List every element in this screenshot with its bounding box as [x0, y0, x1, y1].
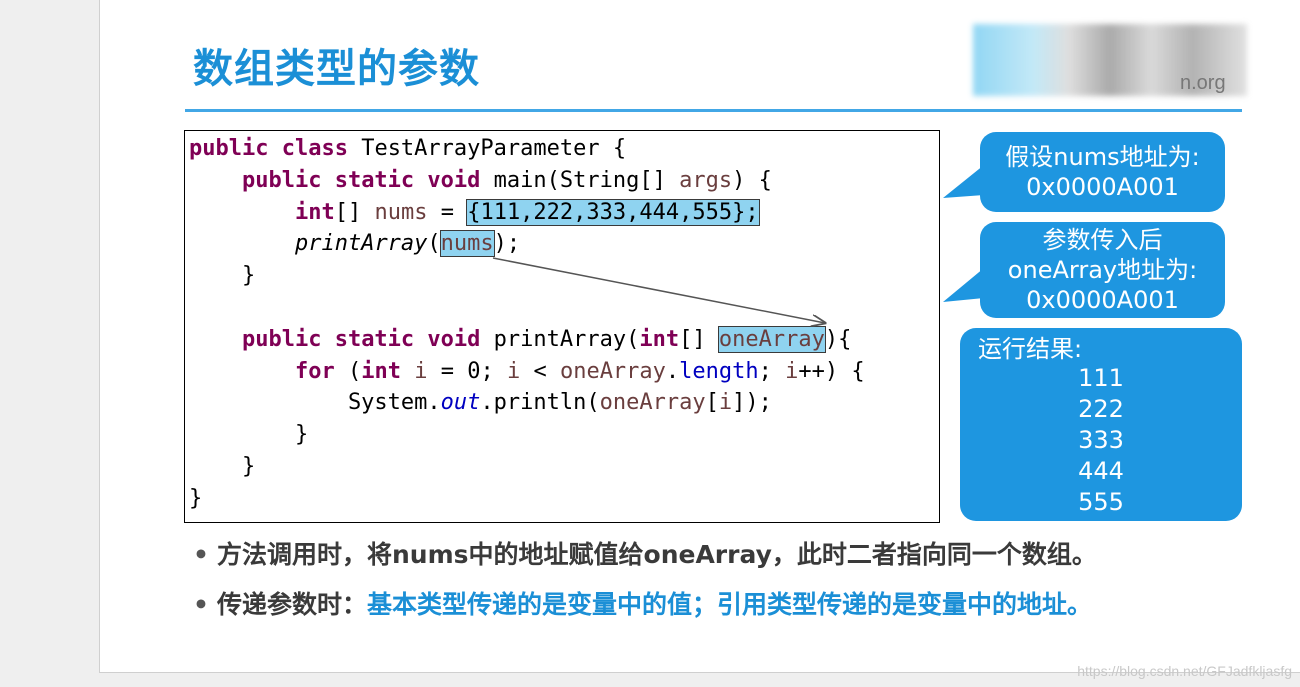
code-line: public class TestArrayParameter {: [189, 133, 865, 165]
code-token: oneArray: [559, 358, 666, 384]
arrow-connector-svg: [492, 165, 984, 672]
code-token: i: [414, 358, 428, 384]
slide: 数组类型的参数 n.org public class TestArrayPara…: [99, 0, 1300, 673]
bullet-2-prefix: 传递参数时：: [217, 590, 368, 619]
code-token: }: [189, 453, 256, 479]
code-line: }: [189, 419, 865, 451]
callout1-pointer: [943, 165, 984, 198]
code-line: public static void printArray(int[] oneA…: [189, 324, 865, 356]
code-token: [: [705, 390, 719, 416]
blurred-logo: [973, 24, 1247, 96]
code-token: ) {: [732, 167, 772, 193]
code-token: ;: [758, 358, 786, 384]
code-token: i: [785, 358, 799, 384]
run-result-value: 222: [1078, 395, 1124, 423]
run-result-value: 444: [1078, 457, 1124, 485]
callout-nums-address: 假设nums地址为: 0x0000A001: [980, 132, 1225, 212]
code-token: length: [679, 358, 759, 384]
callout1-line1: 假设nums地址为:: [1005, 143, 1200, 171]
code-token: TestArrayParameter {: [347, 136, 627, 161]
code-token: []: [679, 326, 719, 352]
logo-text: n.org: [1180, 72, 1226, 94]
title-underline: [185, 109, 1242, 112]
callout1-line2: 0x0000A001: [1026, 173, 1179, 201]
code-token: ]);: [732, 390, 772, 416]
bullet-2-highlight: 基本类型传递的是变量中的值；引用类型传递的是变量中的地址。: [367, 590, 1093, 619]
code-token: []: [334, 199, 375, 225]
code-line: }: [189, 260, 865, 292]
run-result-values: 111 222 333 444 555: [960, 363, 1242, 518]
code-token: .: [665, 358, 680, 384]
code-line: System.out.println(oneArray[i]);: [189, 387, 865, 419]
callout-onearray-address: 参数传入后 oneArray地址为: 0x0000A001: [980, 222, 1225, 318]
callout2-pointer: [943, 268, 984, 302]
code-text: public class TestArrayParameter { public…: [189, 133, 865, 515]
code-token: printArray(: [480, 326, 640, 352]
code-line: int[] nums = {111,222,333,444,555};: [189, 197, 865, 229]
code-token: public class: [189, 136, 348, 161]
code-token: int: [639, 326, 680, 352]
code-token: for: [294, 358, 335, 384]
code-token: public static void: [241, 167, 481, 193]
bullet-1: • 方法调用时，将nums中的地址赋值给oneArray，此时二者指向同一个数组。: [193, 535, 1097, 571]
bullet-dot: •: [193, 540, 209, 569]
code-token: main(String[]: [480, 167, 680, 193]
code-token: {111,222,333,444,555};: [466, 198, 760, 226]
code-token: System.: [189, 390, 441, 416]
run-result-value: 555: [1078, 488, 1124, 516]
code-line: public static void main(String[] args) {: [189, 165, 865, 197]
code-token: oneArray: [599, 390, 706, 416]
code-token: args: [679, 167, 733, 193]
code-token: =: [427, 199, 468, 225]
code-token: .println(: [480, 390, 600, 416]
code-token: public static void: [241, 326, 481, 352]
code-line: printArray(nums);: [189, 228, 865, 260]
run-result-value: 111: [1078, 364, 1124, 392]
code-token: );: [493, 231, 521, 257]
run-result-value: 333: [1078, 426, 1124, 454]
bullet-2: • 传递参数时：基本类型传递的是变量中的值；引用类型传递的是变量中的地址。: [193, 585, 1092, 621]
code-token: int: [361, 358, 401, 384]
code-token: }: [189, 485, 203, 511]
code-line: }: [189, 451, 865, 483]
code-token: (: [427, 231, 441, 257]
code-token: printArray: [294, 231, 428, 257]
code-token: = 0;: [427, 358, 507, 384]
code-token: }: [189, 263, 256, 289]
code-token: (: [334, 358, 362, 384]
code-token: out: [440, 390, 481, 416]
code-token: ){: [824, 326, 852, 352]
code-token: <: [520, 358, 560, 384]
run-result-title: 运行结果:: [978, 335, 1083, 363]
callout-run-result: 运行结果: 111 222 333 444 555: [960, 328, 1242, 521]
code-token: nums: [439, 230, 495, 258]
watermark: https://blog.csdn.net/GFJadfkljasfg: [1077, 663, 1292, 679]
callout2-line2: oneArray地址为:: [1007, 256, 1198, 284]
code-token: i: [506, 358, 521, 384]
code-token: nums: [374, 199, 428, 225]
nums-to-onearray-arrow: [492, 257, 825, 323]
callout2-line1: 参数传入后: [1042, 226, 1163, 254]
code-token: }: [189, 422, 309, 448]
code-line: }: [189, 483, 865, 515]
code-token: int: [294, 199, 335, 225]
code-token: i: [718, 390, 733, 416]
bullet-dot: •: [193, 590, 209, 619]
code-token: ++) {: [798, 358, 865, 384]
code-token: oneArray: [717, 325, 826, 353]
bullet-1-text: 方法调用时，将nums中的地址赋值给oneArray，此时二者指向同一个数组。: [217, 540, 1097, 569]
code-line: for (int i = 0; i < oneArray.length; i++…: [189, 356, 865, 388]
code-block: public class TestArrayParameter { public…: [184, 130, 940, 523]
slide-title: 数组类型的参数: [193, 46, 480, 92]
callout2-line3: 0x0000A001: [1026, 286, 1179, 314]
